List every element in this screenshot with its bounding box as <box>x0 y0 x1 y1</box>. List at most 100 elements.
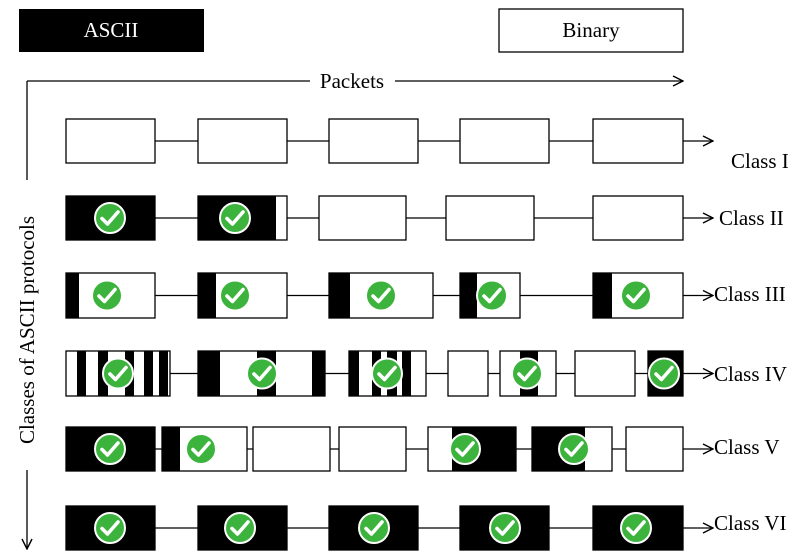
legend-ascii-swatch <box>19 9 204 52</box>
check-circle-icon <box>219 279 251 312</box>
class-label: Class II <box>719 206 784 230</box>
packet <box>459 118 550 164</box>
packet-fill <box>319 196 406 240</box>
check-circle <box>246 357 278 390</box>
packet-fill <box>339 427 406 471</box>
check-circle <box>102 357 134 390</box>
legend-binary-label: Binary <box>562 18 620 42</box>
check-circle-icon <box>558 433 590 465</box>
packet <box>65 350 171 397</box>
check-circle-icon <box>365 279 397 312</box>
packet-border <box>445 195 535 241</box>
packet-border <box>531 426 613 472</box>
packet-border <box>197 350 326 397</box>
packet-border <box>65 505 156 551</box>
ascii-segment <box>198 351 220 396</box>
ascii-segment <box>162 427 180 471</box>
check-mark <box>364 520 384 536</box>
check-circle-icon <box>648 357 680 390</box>
check-circle-icon <box>511 357 543 390</box>
check-mark <box>108 365 128 382</box>
ascii-segment <box>402 351 411 396</box>
packet-border <box>197 118 288 164</box>
ascii-segment <box>349 351 359 396</box>
check-circle <box>489 512 521 544</box>
packet <box>592 272 684 319</box>
check-mark <box>100 441 120 457</box>
check-mark <box>482 287 502 304</box>
packet <box>447 350 489 397</box>
check-circle-icon <box>620 279 652 312</box>
packet <box>65 272 156 319</box>
packet <box>459 272 521 319</box>
check-circle <box>449 433 481 465</box>
packet-border <box>65 118 156 164</box>
packet-fill <box>253 427 330 471</box>
packet <box>252 426 331 472</box>
ascii-segment <box>159 351 168 396</box>
check-mark <box>252 365 272 382</box>
check-circle-icon <box>476 279 508 312</box>
check-circle <box>94 433 126 465</box>
packet <box>459 505 550 551</box>
check-circle-icon <box>371 357 403 390</box>
packets-axis-label: Packets <box>320 69 384 93</box>
packet-border <box>592 505 684 551</box>
packet-border <box>625 426 684 472</box>
ascii-segment <box>77 351 86 396</box>
packet-fill <box>460 119 549 163</box>
packet <box>574 350 636 397</box>
check-circle-icon <box>94 202 126 234</box>
packet-border <box>592 195 684 241</box>
check-circle-icon <box>489 512 521 544</box>
packet <box>318 195 407 241</box>
packet-fill <box>329 119 418 163</box>
check-mark <box>97 287 117 304</box>
check-circle <box>511 357 543 390</box>
packet <box>647 350 684 397</box>
packet <box>348 350 427 397</box>
check-circle-icon <box>102 357 134 390</box>
class-row <box>65 195 713 241</box>
legend-ascii-label: ASCII <box>84 18 139 42</box>
packet <box>625 426 684 472</box>
packet <box>65 118 156 164</box>
check-circle-icon <box>224 512 256 544</box>
packet-fill <box>66 119 155 163</box>
packet <box>592 505 684 551</box>
class-label: Class III <box>714 282 786 306</box>
check-mark <box>626 287 646 304</box>
packet-border <box>328 118 419 164</box>
class-row <box>65 350 713 397</box>
check-circle <box>620 279 652 312</box>
check-mark <box>225 210 245 226</box>
packet <box>592 118 684 164</box>
packet-border <box>65 195 156 241</box>
check-circle <box>224 512 256 544</box>
packet-fill <box>593 119 683 163</box>
packet-border <box>328 272 434 319</box>
check-mark <box>100 210 120 226</box>
packet <box>197 505 288 551</box>
check-mark <box>100 520 120 536</box>
packet-border <box>328 505 419 551</box>
packet-border <box>459 118 550 164</box>
packet-border <box>197 505 288 551</box>
packet-border <box>459 505 550 551</box>
classes-axis-label: Classes of ASCII protocols <box>15 216 39 444</box>
packet <box>445 195 535 241</box>
packet <box>65 505 156 551</box>
ascii-segment <box>593 273 612 318</box>
check-circle-icon <box>246 357 278 390</box>
ascii-segment <box>460 273 477 318</box>
check-mark <box>377 365 397 382</box>
check-mark <box>225 287 245 304</box>
packet-border <box>499 350 557 397</box>
packet <box>197 118 288 164</box>
check-circle <box>476 279 508 312</box>
ascii-segment <box>198 273 216 318</box>
check-mark <box>626 520 646 536</box>
check-mark <box>495 520 515 536</box>
check-circle <box>620 512 652 544</box>
check-circle <box>371 357 403 390</box>
